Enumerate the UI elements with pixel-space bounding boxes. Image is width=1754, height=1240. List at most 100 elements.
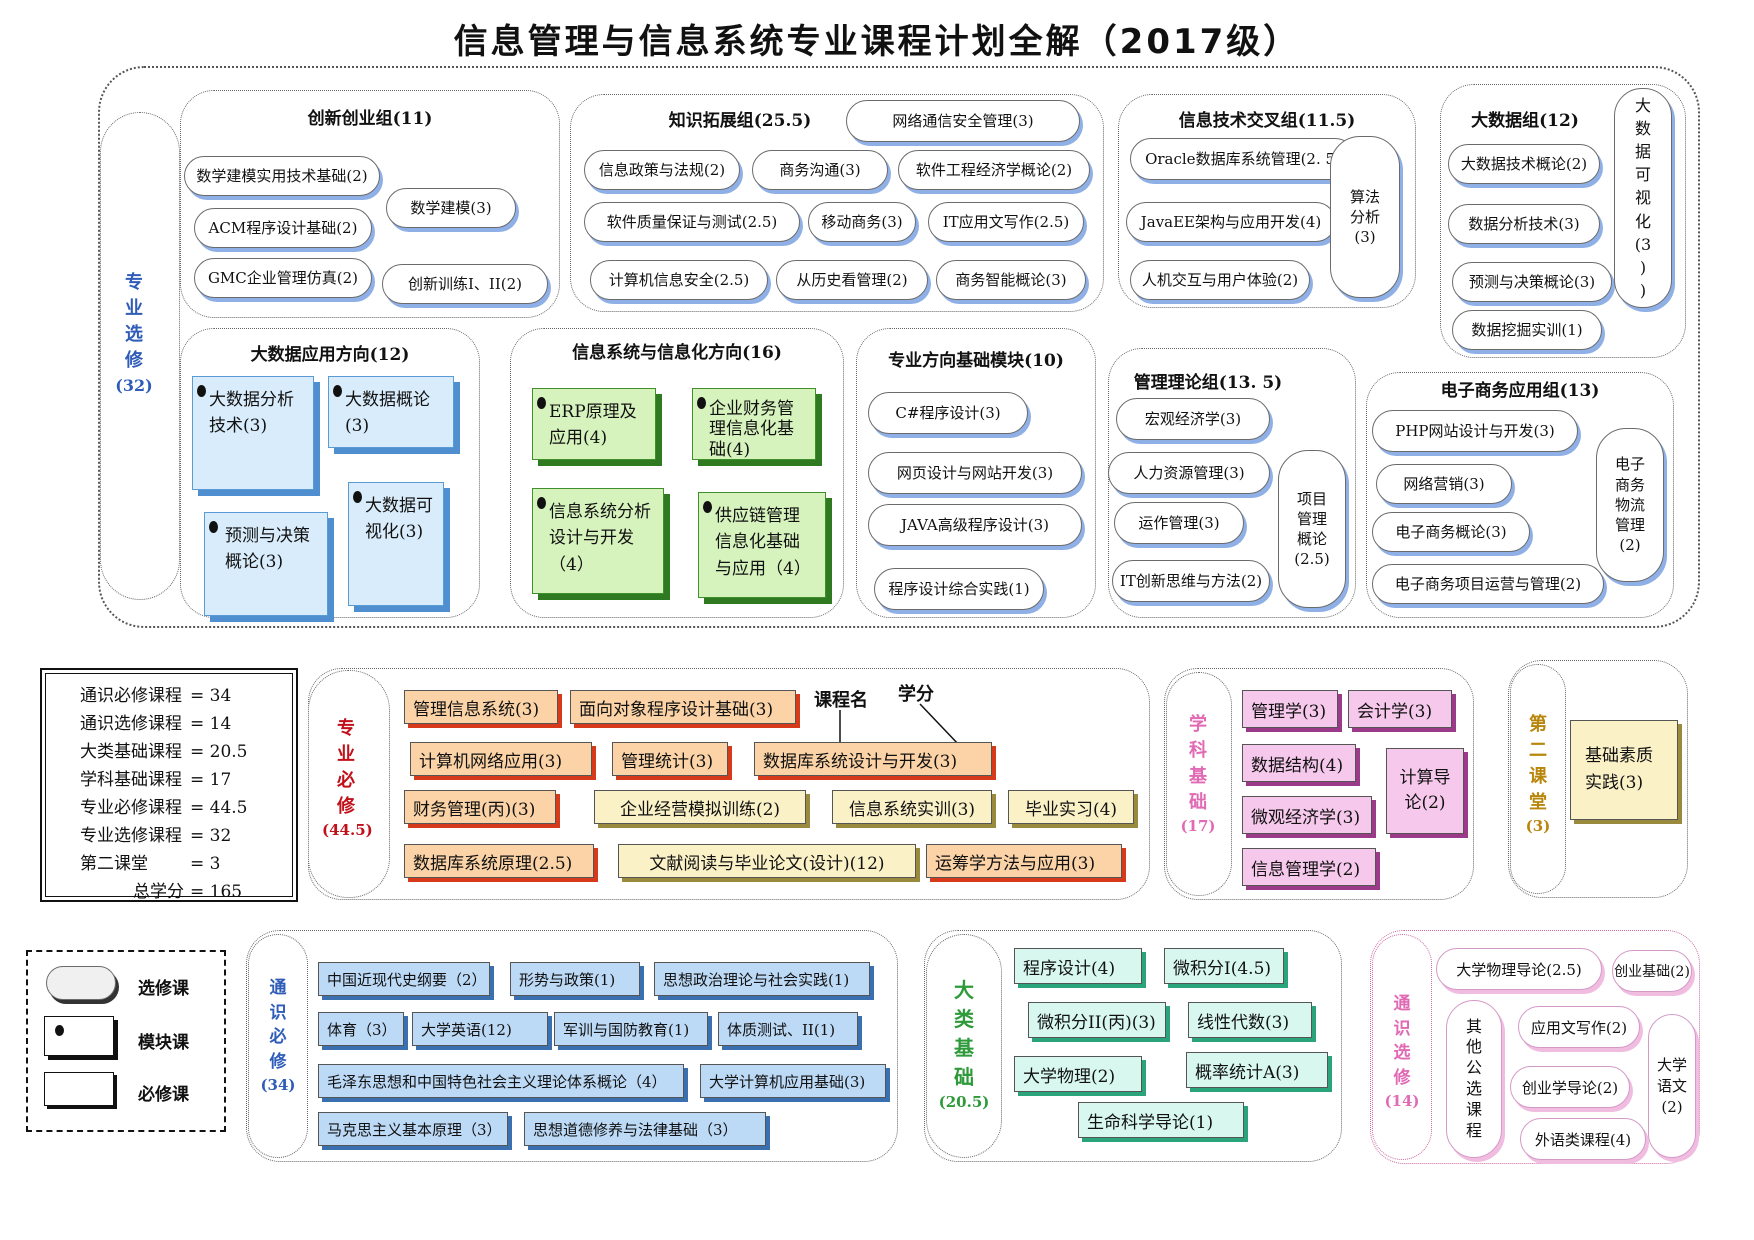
chinese-course-pill: 大学语文(2) <box>1648 1014 1696 1158</box>
discipline-label: 学科基础 (17) <box>1180 714 1216 836</box>
course-pill: 大数据技术概论(2) <box>1448 144 1600 184</box>
credit-row: 总学分= 165 <box>133 882 243 902</box>
module-note: 大数据可视化(3) <box>348 482 444 606</box>
general-required-side <box>248 934 308 1158</box>
required-course: 计算机网络应用(3) <box>410 742 592 776</box>
required-course: 财务管理(丙)(3) <box>404 790 556 824</box>
credit-row: 专业选修课程= 32 <box>80 826 232 846</box>
category-course: 线性代数(3) <box>1188 1002 1312 1038</box>
discipline-course: 管理学(3) <box>1242 690 1338 728</box>
course-pill: 网络营销(3) <box>1376 464 1512 504</box>
course-pill: 移动商务(3) <box>808 202 916 242</box>
required-course: 运筹学方法与应用(3) <box>926 844 1122 878</box>
credit-summary-box: 通识必修课程= 34 通识选修课程= 14 大类基础课程= 20.5 学科基础课… <box>40 668 298 902</box>
course-pill: JAVA高级程序设计(3) <box>868 504 1082 546</box>
required-course: 管理统计(3) <box>612 742 728 776</box>
required-course: 数据库系统原理(2.5) <box>404 844 594 878</box>
general-required-course: 马克思主义基本原理（3） <box>318 1112 508 1146</box>
category-course: 微积分II(丙)(3) <box>1028 1002 1166 1038</box>
annotation-course-name: 课程名 <box>814 690 868 711</box>
course-pill: C#程序设计(3) <box>868 392 1028 434</box>
course-pill: JavaEE架构与应用开发(4) <box>1126 202 1336 242</box>
course-pill: 计算机信息安全(2.5) <box>590 260 768 300</box>
module-note: 大数据分析技术(3) <box>192 376 314 490</box>
algo-analysis-pill: 算法分析(3) <box>1330 136 1400 298</box>
course-pill: 人机交互与用户体验(2) <box>1130 260 1310 300</box>
course-pill: 创新训练I、II(2) <box>382 264 548 304</box>
credit-row: 通识选修课程= 14 <box>80 714 232 734</box>
discipline-side <box>1166 672 1232 896</box>
legend-required-label: 必修课 <box>138 1085 189 1105</box>
module-note: 信息系统分析设计与开发（4） <box>532 488 664 594</box>
general-required-course: 军训与国防教育(1) <box>554 1012 708 1046</box>
general-required-course: 思想道德修养与法律基础（3） <box>524 1112 766 1146</box>
general-elective-course: 大学物理导论(2.5) <box>1436 948 1602 990</box>
category-label: 大类基础 (20.5) <box>938 978 990 1111</box>
second-class-label: 第二课堂 (3) <box>1525 714 1551 836</box>
ecommerce-logistics-pill: 电子商务物流管理(2) <box>1596 428 1664 582</box>
mgmt-group-title: 管理理论组(13. 5) <box>1133 373 1283 393</box>
elective-side-panel <box>100 112 180 600</box>
discipline-course: 数据结构(4) <box>1242 744 1356 782</box>
bigdata-app-title: 大数据应用方向(12) <box>250 345 410 365</box>
course-pill: ACM程序设计基础(2) <box>194 208 372 248</box>
discipline-course: 微观经济学(3) <box>1242 796 1372 834</box>
required-course: 毕业实习(4) <box>1008 790 1134 824</box>
general-required-label: 通识必修 (34) <box>260 978 296 1094</box>
credit-row: 专业必修课程= 44.5 <box>80 798 248 818</box>
required-course: 面向对象程序设计基础(3) <box>570 690 796 724</box>
major-required-label: 专业必修 (44.5) <box>322 718 373 840</box>
course-pill: 运作管理(3) <box>1114 502 1244 544</box>
credit-row: 学科基础课程= 17 <box>80 770 232 790</box>
legend-elective-swatch <box>46 966 116 1000</box>
module-note: 供应链管理信息化基础与应用（4） <box>698 492 826 598</box>
course-pill: 电子商务项目运营与管理(2) <box>1372 564 1604 604</box>
general-required-course: 毛泽东思想和中国特色社会主义理论体系概论（4） <box>318 1064 684 1098</box>
general-required-course: 思想政治理论与社会实践(1) <box>654 962 870 996</box>
general-required-course: 中国近现代史纲要（2） <box>318 962 490 996</box>
legend-module-swatch <box>44 1016 114 1056</box>
discipline-course: 会计学(3) <box>1348 690 1452 728</box>
second-class-side <box>1510 664 1566 894</box>
general-required-course: 形势与政策(1) <box>510 962 640 996</box>
ecommerce-group-title: 电子商务应用组(13) <box>1440 381 1600 401</box>
course-pill: 商务智能概论(3) <box>936 260 1086 300</box>
general-elective-course: 外语类课程(4) <box>1520 1118 1646 1160</box>
annotation-credit: 学分 <box>898 684 934 705</box>
legend-elective-label: 选修课 <box>138 979 189 999</box>
course-pill: 网络通信安全管理(3) <box>846 100 1080 142</box>
required-course: 管理信息系统(3) <box>404 690 558 724</box>
course-pill: 软件工程经济学概论(2) <box>898 150 1090 190</box>
category-course: 程序设计(4) <box>1014 948 1142 984</box>
infosys-title: 信息系统与信息化方向(16) <box>572 343 782 363</box>
general-required-course: 体育（3） <box>318 1012 404 1046</box>
course-pill: 信息政策与法规(2) <box>584 150 740 190</box>
course-pill: Oracle数据库系统管理(2. 5) <box>1130 138 1356 180</box>
course-pill: 电子商务概论(3) <box>1372 512 1530 552</box>
course-pill: 宏观经济学(3) <box>1116 398 1270 440</box>
required-course: 企业经营模拟训练(2) <box>594 790 806 824</box>
innovation-group-title: 创新创业组(11) <box>307 109 433 129</box>
category-course: 大学物理(2) <box>1014 1056 1142 1092</box>
general-required-course: 大学计算机应用基础(3) <box>700 1064 886 1098</box>
course-pill: PHP网站设计与开发(3) <box>1372 410 1578 452</box>
general-elective-course: 应用文写作(2) <box>1518 1006 1640 1048</box>
category-course: 概率统计A(3) <box>1186 1052 1328 1088</box>
module-note: 企业财务管理信息化基础(4) <box>692 388 816 460</box>
elective-frame <box>98 66 1700 628</box>
general-elective-course: 创业学导论(2) <box>1510 1066 1630 1108</box>
course-pill: 从历史看管理(2) <box>776 260 928 300</box>
discipline-course: 计算导论(2) <box>1386 748 1464 834</box>
general-elective-side <box>1372 934 1432 1160</box>
module-note: 大数据概论(3) <box>328 376 454 448</box>
course-pill: 网页设计与网站开发(3) <box>868 452 1082 494</box>
discipline-course: 信息管理学(2) <box>1242 848 1376 886</box>
general-required-course: 体质测试、II(1) <box>718 1012 858 1046</box>
course-pill: 数学建模(3) <box>386 188 516 228</box>
knowledge-group-title: 知识拓展组(25.5) <box>668 111 812 131</box>
course-pill: 数据挖掘实训(1) <box>1452 310 1602 350</box>
category-course: 生命科学导论(1) <box>1078 1102 1244 1138</box>
course-pill: IT创新思维与方法(2) <box>1112 560 1270 602</box>
legend-module-label: 模块课 <box>138 1033 189 1053</box>
project-mgmt-pill: 项目管理概论(2.5) <box>1278 450 1346 608</box>
